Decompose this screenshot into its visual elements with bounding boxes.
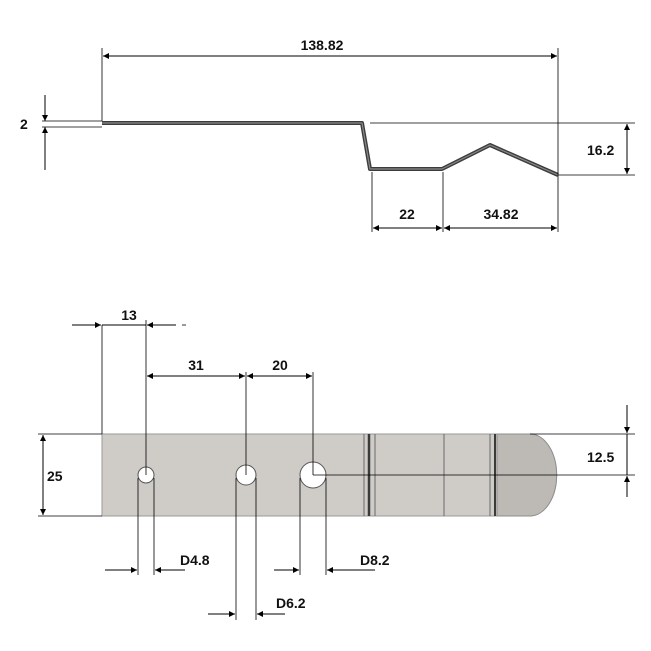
dim-half-width: 12.5 — [587, 405, 630, 497]
dim-hole-3-diameter: D8.2 — [274, 478, 390, 575]
dim-hole-spacing-1-label: 31 — [188, 357, 204, 373]
dim-end-segment-label: 34.82 — [483, 206, 518, 222]
dim-hole-spacing-1: 31 — [147, 357, 245, 379]
dim-first-hole-offset: 13 — [72, 307, 186, 328]
dim-flat-segment: 22 — [373, 206, 442, 231]
dim-thickness-label: 2 — [20, 116, 28, 132]
dim-width-label: 25 — [47, 468, 63, 484]
dim-end-segment: 34.82 — [444, 206, 557, 231]
dim-hole-2-diameter: D6.2 — [208, 478, 306, 620]
dim-thickness: 2 — [20, 95, 48, 170]
dim-height-label: 16.2 — [587, 142, 614, 158]
dim-height: 16.2 — [587, 124, 630, 174]
side-profile — [102, 121, 559, 177]
top-view: 13 31 20 25 12.5 D4. — [38, 307, 635, 620]
dim-width: 25 — [40, 435, 63, 515]
dim-flat-segment-label: 22 — [399, 206, 415, 222]
dim-hole-spacing-2: 20 — [247, 357, 312, 379]
dim-hole-2-diameter-label: D6.2 — [276, 595, 306, 611]
side-view: 138.82 2 16.2 22 34.82 — [20, 37, 635, 232]
dim-overall-length-label: 138.82 — [301, 37, 344, 53]
dim-hole-3-diameter-label: D8.2 — [360, 552, 390, 568]
dim-hole-1-diameter: D4.8 — [105, 478, 210, 575]
dim-overall-length: 138.82 — [103, 37, 557, 59]
dim-half-width-label: 12.5 — [587, 449, 614, 465]
dim-hole-spacing-2-label: 20 — [272, 357, 288, 373]
dim-first-hole-offset-label: 13 — [121, 307, 137, 323]
dim-hole-1-diameter-label: D4.8 — [180, 552, 210, 568]
